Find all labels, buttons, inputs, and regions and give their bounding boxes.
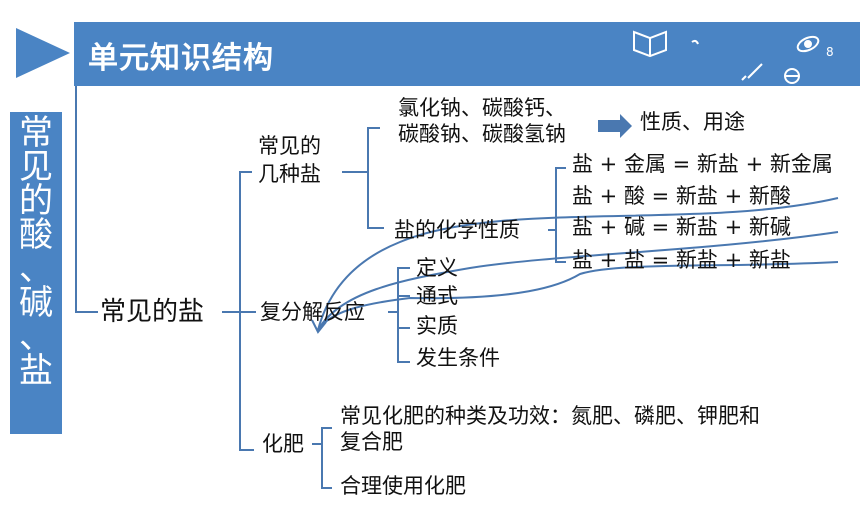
- globe-icon: [784, 68, 800, 84]
- side-title-char: 酸: [19, 215, 53, 255]
- side-title-panel: [10, 112, 62, 434]
- dd-item-essence: 实质: [416, 314, 458, 338]
- common-salts-label-line2: 几种盐: [258, 162, 321, 186]
- chemical-properties-label: 盐的化学性质: [394, 218, 520, 242]
- reaction-salt-metal: 盐 + 金属 = 新盐 + 新金属: [572, 152, 833, 176]
- side-title-char: 盐: [19, 351, 53, 391]
- arrow-right-icon: [598, 114, 632, 138]
- test-tube-icon: [741, 63, 763, 81]
- reaction-salt-acid: 盐 + 酸 = 新盐 + 新酸: [572, 184, 791, 208]
- salt-examples-line1: 氯化钠、碳酸钙、: [398, 96, 566, 120]
- fertilizer-types-line2: 复合肥: [340, 430, 403, 454]
- side-title-char: 的: [19, 181, 53, 221]
- sparkle-icon: [691, 39, 699, 45]
- side-title: 常 见 的 酸 、 碱 、 盐: [10, 112, 62, 388]
- side-title-char: 常: [19, 113, 53, 153]
- common-salts-label-line1: 常见的: [258, 134, 321, 158]
- side-title-char: 、: [19, 317, 53, 357]
- dd-item-definition: 定义: [416, 256, 458, 280]
- decorative-science-icons: 8: [633, 30, 834, 84]
- reaction-salt-base: 盐 + 碱 = 新盐 + 新碱: [572, 215, 791, 239]
- header-arrow-icon: [16, 28, 70, 78]
- svg-text:8: 8: [826, 45, 834, 59]
- properties-uses: 性质、用途: [640, 110, 745, 134]
- page-title: 单元知识结构: [88, 41, 274, 76]
- dd-item-conditions: 发生条件: [416, 346, 500, 370]
- header-bar: [74, 22, 860, 86]
- fertilizer-types-line1: 常见化肥的种类及功效：氮肥、磷肥、钾肥和: [340, 404, 760, 428]
- reaction-salt-salt: 盐 + 盐 = 新盐 + 新盐: [572, 248, 791, 272]
- atom-icon: [796, 35, 820, 53]
- fertilizer-label: 化肥: [262, 432, 304, 456]
- root-node: 常见的盐: [100, 297, 205, 327]
- dd-item-formula: 通式: [416, 284, 458, 308]
- salt-examples-line2: 碳酸钠、碳酸氢钠: [398, 122, 566, 146]
- book-icon: [633, 30, 667, 58]
- side-title-char: 见: [19, 147, 53, 187]
- side-title-char: 碱: [19, 283, 53, 323]
- fertilizer-rational-use: 合理使用化肥: [340, 474, 466, 498]
- side-title-char: 、: [19, 249, 53, 289]
- double-decomposition-label: 复分解反应: [260, 300, 365, 324]
